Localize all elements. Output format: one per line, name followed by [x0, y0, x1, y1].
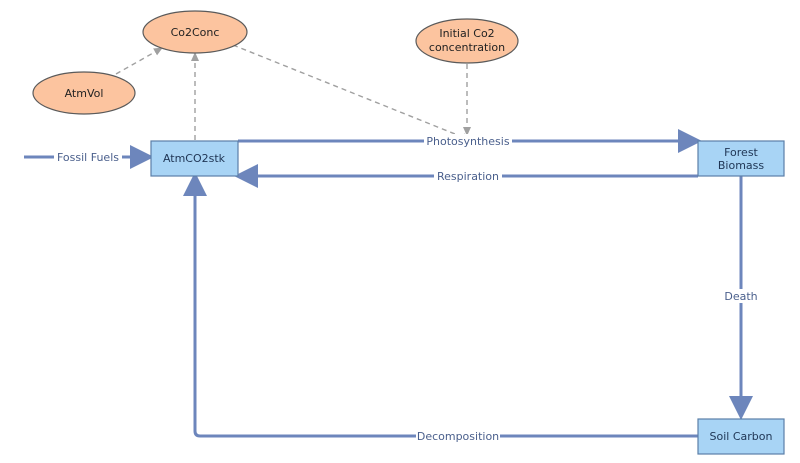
fossil-fuels-label-group: Fossil Fuels — [54, 150, 122, 164]
photosynthesis-label: Photosynthesis — [426, 135, 509, 148]
stock-forest-biomass[interactable]: Forest Biomass — [697, 140, 785, 177]
decomposition-label: Decomposition — [417, 430, 499, 443]
stock-atmco2stk[interactable]: AtmCO2stk — [150, 140, 239, 177]
atmvol-label: AtmVol — [65, 87, 104, 100]
auxiliary-atmvol[interactable]: AtmVol — [32, 71, 136, 115]
auxiliary-initial-co2[interactable]: Initial Co2 concentration — [415, 18, 519, 64]
fossil-fuels-label: Fossil Fuels — [57, 151, 119, 164]
atmco2stk-label: AtmCO2stk — [163, 152, 226, 165]
respiration-label: Respiration — [437, 170, 499, 183]
death-label-group: Death — [722, 289, 760, 303]
link-atmvol-to-co2conc[interactable] — [115, 47, 163, 75]
respiration-label-group: Respiration — [434, 169, 502, 183]
flow-decomposition[interactable] — [183, 172, 698, 438]
link-co2conc-to-photosynthesis[interactable] — [232, 44, 471, 141]
initial-co2-label-line2: concentration — [429, 41, 505, 54]
photosynthesis-label-group: Photosynthesis — [424, 134, 512, 148]
soil-carbon-label: Soil Carbon — [710, 430, 773, 443]
forest-biomass-label-line2: Biomass — [718, 159, 765, 172]
stock-soil-carbon[interactable]: Soil Carbon — [697, 418, 785, 455]
co2conc-label: Co2Conc — [171, 26, 220, 39]
forest-biomass-label-line1: Forest — [724, 146, 758, 159]
auxiliary-co2conc[interactable]: Co2Conc — [142, 10, 248, 54]
initial-co2-label-line1: Initial Co2 — [439, 27, 494, 40]
death-label: Death — [724, 290, 757, 303]
decomposition-label-group: Decomposition — [416, 429, 500, 443]
